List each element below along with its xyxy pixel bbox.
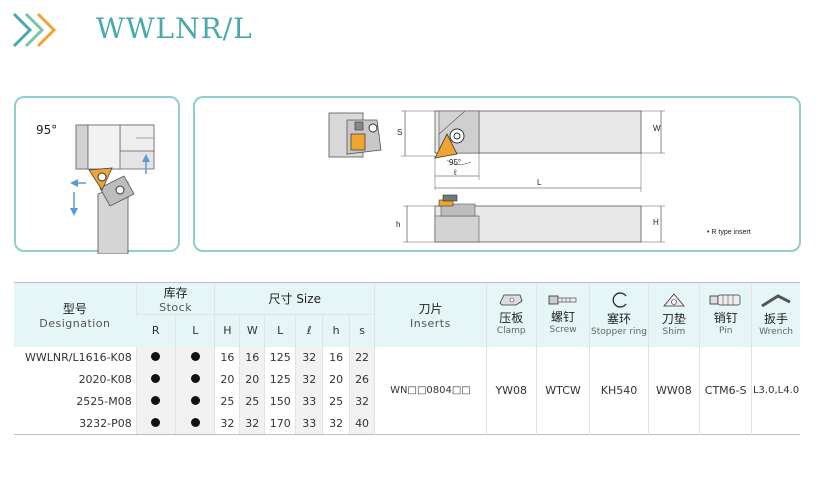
L-cell: 125 (264, 346, 296, 369)
stock-r-cell (135, 412, 176, 435)
screw-header: 螺钉 Screw (535, 282, 590, 347)
L-cell: 170 (264, 412, 296, 435)
r-type-insert-note: • R type insert (707, 229, 751, 236)
H-cell: 25 (214, 390, 240, 413)
clamp-icon (499, 294, 523, 306)
clamp-cell: YW08 (485, 346, 537, 435)
table-row: WWLNR/L1616-K08 16 16 125 32 16 22 WN□□0… (14, 346, 800, 435)
spec-table: 型号 Designation 库存 Stock 尺寸 Size 刀片 Inser… (14, 282, 800, 435)
designation-header: 型号 Designation (14, 282, 137, 347)
in-stock-dot-icon (190, 417, 200, 427)
l-cell: 33 (295, 390, 323, 413)
H-cell: 32 (214, 412, 240, 435)
dimension-diagram-panel: S W 95° ℓ L h H • R type insert (193, 96, 801, 252)
pin-cell: CTM6-S (699, 346, 752, 435)
stock-r-cell (135, 346, 176, 369)
inserts-header: 刀片 Inserts (374, 282, 487, 347)
in-stock-dot-icon (151, 396, 161, 405)
l-cell: 32 (295, 368, 323, 391)
wrench-header: 扳手 Wrench (751, 282, 800, 347)
W-cell: 32 (239, 412, 265, 435)
wrench-icon (761, 294, 791, 308)
L-cell: 150 (264, 390, 296, 413)
L-cell: 125 (264, 368, 296, 391)
s-cell: 26 (349, 368, 375, 391)
small-angle-label: 95° (449, 158, 462, 167)
shim-cell: WW08 (647, 346, 700, 435)
size-H-header: H (214, 314, 240, 347)
W-cell: 20 (239, 368, 265, 391)
stock-l-cell (175, 412, 215, 435)
clamp-header: 压板 Clamp (485, 282, 537, 347)
W-cell: 25 (239, 390, 265, 413)
angle-label: 95° (36, 123, 58, 137)
dim-L-label: L (537, 178, 542, 187)
table-header-row: 型号 Designation 库存 Stock 尺寸 Size 刀片 Inser… (14, 282, 800, 347)
in-stock-dot-icon (151, 417, 161, 427)
table-row: 3232-P08 32 32 170 33 32 40 (14, 412, 800, 435)
size-L-header: L (264, 314, 296, 347)
stock-l-cell (175, 390, 215, 413)
stock-header: 库存 Stock (135, 282, 215, 315)
screw-cell: WTCW (535, 346, 590, 435)
shim-header: 刀垫 Shim (647, 282, 700, 347)
stock-l-cell (175, 368, 215, 391)
dim-l-small-label: ℓ (454, 168, 457, 177)
table-row: 2525-M08 25 25 150 33 25 32 (14, 390, 800, 413)
size-h-header: h (322, 314, 350, 347)
dimension-drawing (328, 110, 665, 243)
h-cell: 32 (322, 412, 350, 435)
chevron-logo-icon (12, 12, 57, 48)
table-row: 2020-K08 20 20 125 32 20 26 (14, 368, 800, 391)
h-cell: 16 (322, 346, 350, 369)
pin-header: 销钉 Pin (699, 282, 752, 347)
size-W-header: W (239, 314, 265, 347)
H-cell: 16 (214, 346, 240, 369)
size-l-header: ℓ (295, 314, 323, 347)
angle-diagram-panel: 95° (14, 96, 180, 254)
designation-cell: 3232-P08 (14, 412, 137, 435)
h-cell: 20 (322, 368, 350, 391)
table-subheader-row: R L H W L ℓ h s (14, 314, 800, 347)
dim-H-label: H (653, 218, 659, 227)
in-stock-dot-icon (151, 352, 161, 361)
screw-icon (548, 295, 577, 305)
page-title: WWLNR/L (96, 12, 253, 45)
h-cell: 25 (322, 390, 350, 413)
W-cell: 16 (239, 346, 265, 369)
wrench-cell: L3.0,L4.0 (751, 346, 800, 435)
stock-l-header: L (175, 314, 215, 347)
l-cell: 33 (295, 412, 323, 435)
designation-cell: 2020-K08 (78, 373, 132, 386)
shim-icon (663, 293, 685, 307)
stopper-ring-icon (612, 292, 627, 308)
stock-l-cell (175, 346, 215, 369)
stock-r-header: R (136, 314, 176, 347)
s-cell: 32 (349, 390, 375, 413)
in-stock-dot-icon (190, 352, 200, 361)
dim-w-label: W (653, 124, 661, 133)
stock-r-cell (135, 390, 176, 413)
insert-cell: WN□□0804□□ (374, 346, 487, 435)
designation-cell: 2525-M08 (76, 395, 132, 408)
stopper-ring-header: 塞环 Stopper ring (589, 282, 648, 347)
holder-orientation-drawing (70, 124, 155, 254)
l-cell: 32 (295, 346, 323, 369)
s-cell: 22 (349, 346, 375, 369)
designation-cell: WWLNR/L1616-K08 (24, 351, 132, 364)
dim-s-label: S (397, 128, 403, 137)
in-stock-dot-icon (190, 396, 200, 405)
dim-h-label: h (396, 220, 401, 229)
pin-icon (709, 294, 741, 306)
size-s-header: s (349, 314, 375, 347)
stock-r-cell (135, 368, 176, 391)
in-stock-dot-icon (190, 374, 200, 383)
in-stock-dot-icon (151, 374, 161, 383)
H-cell: 20 (214, 368, 240, 391)
s-cell: 40 (349, 412, 375, 435)
size-header: 尺寸 Size (214, 282, 375, 315)
stopper-ring-cell: KH540 (589, 346, 648, 435)
